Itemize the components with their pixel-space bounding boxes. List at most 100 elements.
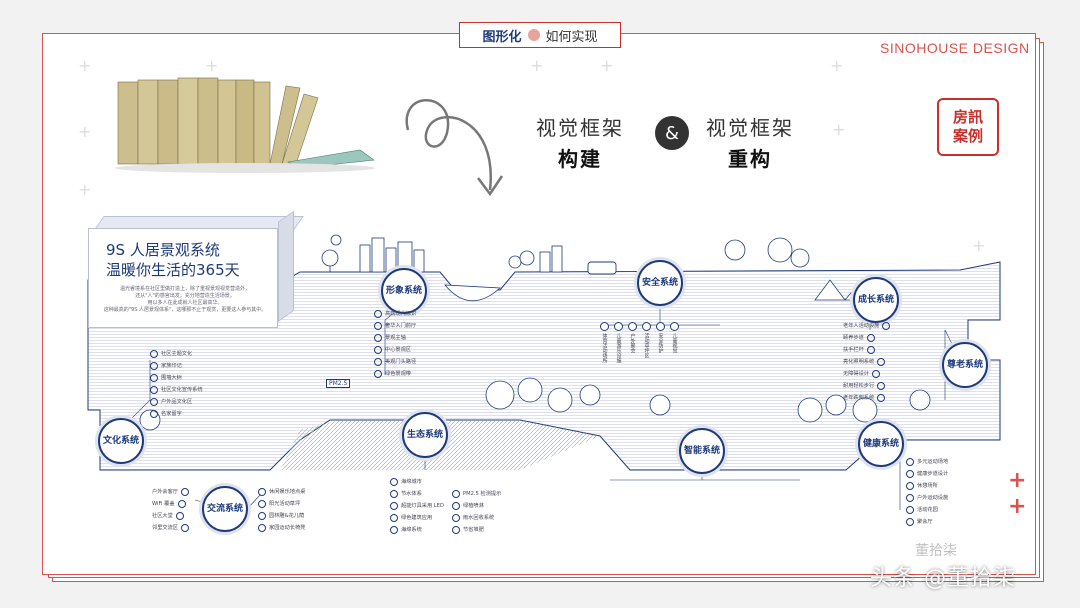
list-item-label: 绿色景观带 xyxy=(385,371,411,377)
list-item: 高端现代标识 xyxy=(374,308,416,320)
list-item-label: 聚会厅 xyxy=(917,519,933,525)
list-item-label: 休憩场所 xyxy=(917,483,938,489)
list-item-label: 休闲娱乐地点桌 xyxy=(269,489,306,495)
list-item-label: 户外会客厅 xyxy=(152,489,178,495)
list-item-label: 绿色建筑应用 xyxy=(401,515,433,521)
plus-icon: + xyxy=(600,122,614,141)
safety-system-list: 体育活动场所 儿童游乐设施 户外聚会 活动草坪区 安全防护 儿童视觉 xyxy=(600,322,679,363)
node-growth-system[interactable]: 成长系统 xyxy=(853,277,899,323)
feature-icon xyxy=(175,512,184,520)
communication-list-left: 户外会客厅 WiFi 覆盖 社区大堂 邻里交流区 xyxy=(152,486,189,534)
list-item-label: 活动草坪区 xyxy=(643,333,650,358)
panel-side-face xyxy=(278,210,294,322)
panel-body: 温光睿境系在社区里做打造上，除了重视景观视觉营造外， 还从"人"的感官出发，充分… xyxy=(96,286,274,314)
node-communication-system[interactable]: 交流系统 xyxy=(202,486,248,532)
sun-icon xyxy=(330,234,342,246)
node-health-system[interactable]: 健康系统 xyxy=(858,421,904,467)
feature-icon xyxy=(150,398,158,406)
feature-icon xyxy=(871,370,880,378)
list-item-label: 社区大堂 xyxy=(152,513,173,519)
feature-icon xyxy=(866,346,875,354)
seal-line1: 房訊 xyxy=(952,108,983,126)
list-item-label: 雨水回收系统 xyxy=(463,515,495,521)
feature-icon xyxy=(258,512,266,520)
panel-title-line2: 温暖你生活的365天 xyxy=(106,261,240,279)
ecology-list-left: 海绵城市 节水体系 超能灯具采用 LED 绿色建筑应用 海绵系统 xyxy=(390,476,444,536)
elderly-system-list: 老年人活动设施 颐养步道 扶手栏杆 亮化照明系统 无障碍设计 耐用轻松步行 老年… xyxy=(843,320,891,404)
node-safety-system[interactable]: 安全系统 xyxy=(637,260,683,306)
feature-icon xyxy=(390,502,398,510)
red-plus-icon: + xyxy=(1008,468,1027,493)
list-item: 老年跌倒系统 xyxy=(843,392,890,404)
node-elderly-system[interactable]: 尊老系统 xyxy=(942,342,988,388)
title-rebuild: 视觉框架 重构 xyxy=(706,112,794,172)
watermark: 头条 @董拾柒 xyxy=(870,566,1016,591)
image-system-list: 高端现代标识 奢华入门前厅 景观主轴 中心景观区 美观门头路径 绿色景观带 xyxy=(374,308,416,380)
list-item-label: 亮化照明系统 xyxy=(843,359,875,365)
feature-icon xyxy=(882,322,891,330)
plus-icon: + xyxy=(78,180,92,199)
list-item-label: 海绵城市 xyxy=(401,479,422,485)
node-culture-system[interactable]: 文化系统 xyxy=(98,418,144,464)
list-item: 雨水回收系统 xyxy=(452,512,501,524)
feature-icon xyxy=(258,488,266,496)
title-build-line1: 视觉框架 xyxy=(536,116,624,140)
feature-icon xyxy=(877,358,886,366)
feature-icon xyxy=(374,346,382,354)
list-item: 活动花园 xyxy=(906,504,948,516)
title-build: 视觉框架 构建 xyxy=(536,112,624,172)
list-item-label: 园林雕&花儿荫 xyxy=(269,513,305,519)
list-item: 海绵系统 xyxy=(390,524,444,536)
feature-icon xyxy=(656,322,665,331)
feature-icon xyxy=(906,506,914,514)
list-item-label: 儿童游乐设施 xyxy=(615,333,622,363)
list-item: 户外品文化区 xyxy=(150,396,203,408)
list-item-label: 扶手栏杆 xyxy=(843,347,864,353)
list-item: 儿童游乐设施 xyxy=(614,322,623,363)
list-item: 社区文化宣传系统 xyxy=(150,384,203,396)
node-smart-system[interactable]: 智能系统 xyxy=(679,428,725,474)
case-seal: 房訊 案例 xyxy=(937,98,999,156)
list-item-label: 景观主轴 xyxy=(385,335,406,341)
list-item: 休闲娱乐地点桌 xyxy=(258,486,305,498)
list-item-label: 安全防护 xyxy=(657,333,664,353)
list-item: 扶手栏杆 xyxy=(843,344,890,356)
node-image-system[interactable]: 形象系统 xyxy=(381,268,427,314)
list-item-label: 阳光活动草坪 xyxy=(269,501,301,507)
plus-icon: + xyxy=(830,56,844,75)
list-item-label: 多元运动场地 xyxy=(917,459,949,465)
list-item-label: 老年跌倒系统 xyxy=(843,395,875,401)
plus-icon: + xyxy=(972,236,986,255)
feature-icon xyxy=(374,334,382,342)
list-item-label: 户外聚会 xyxy=(629,333,636,353)
list-item-label: 高端现代标识 xyxy=(385,311,417,317)
list-item: 家族印记 xyxy=(150,360,203,372)
list-item: 户外运动设施 xyxy=(906,492,948,504)
list-item-label: 绿植喷淋 xyxy=(463,503,484,509)
feature-icon xyxy=(374,310,382,318)
list-item: 颐养步道 xyxy=(843,332,890,344)
list-item-label: 耐用轻松步行 xyxy=(843,383,875,389)
list-item-label: 老年人活动设施 xyxy=(843,323,880,329)
panel-title: 9S 人居景观系统 温暖你生活的365天 xyxy=(106,240,276,280)
list-item-label: 中心景观区 xyxy=(385,347,411,353)
list-item-label: 节水体系 xyxy=(401,491,422,497)
list-item: 阳光活动草坪 xyxy=(258,498,305,510)
ampersand-badge: & xyxy=(655,116,689,150)
list-item: 聚会厅 xyxy=(906,516,948,528)
list-item: PM2.5 检测提示 xyxy=(452,488,501,500)
list-item: 体育活动场所 xyxy=(600,322,609,363)
panel-body-line3: 用以多人在此成就人社区最高华。 xyxy=(147,300,223,306)
list-item: 健康步道设计 xyxy=(906,468,948,480)
intro-panel xyxy=(88,228,278,328)
feature-icon xyxy=(150,386,158,394)
list-item: 耐用轻松步行 xyxy=(843,380,890,392)
pond xyxy=(444,284,501,302)
list-item-label: 邻里交流区 xyxy=(152,525,178,531)
list-item-label: PM2.5 检测提示 xyxy=(463,491,502,497)
plus-icon: + xyxy=(78,122,92,141)
node-ecology-system[interactable]: 生态系统 xyxy=(402,412,448,458)
list-item-label: 美观门头路径 xyxy=(385,359,417,365)
